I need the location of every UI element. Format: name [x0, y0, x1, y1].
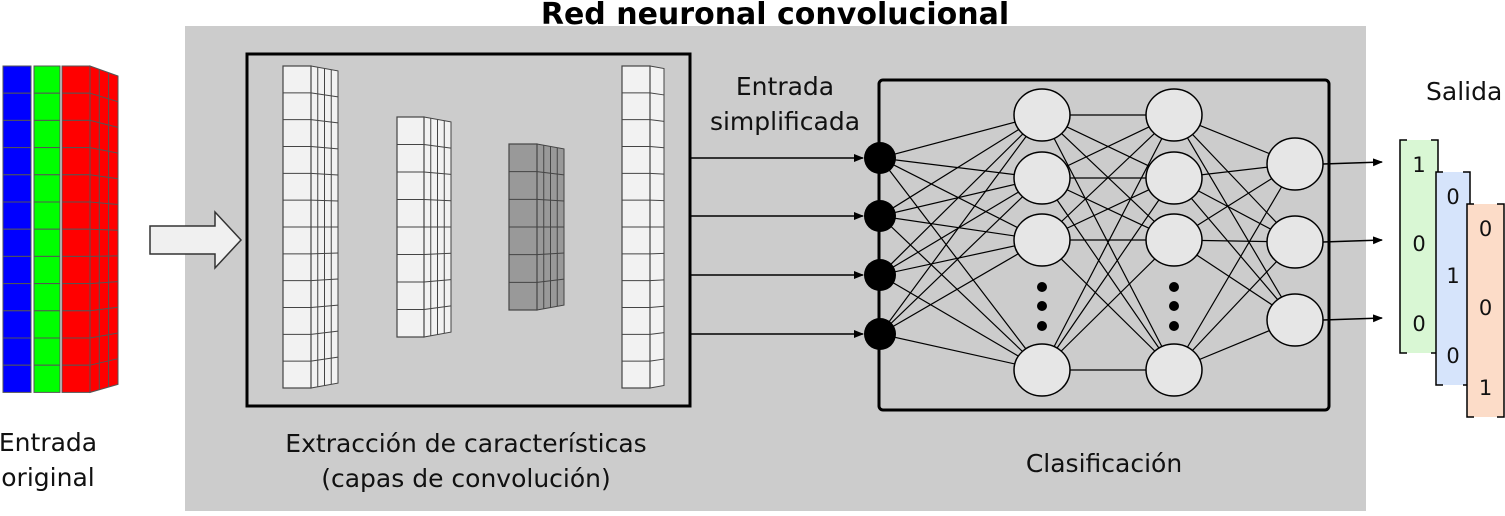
- pixel-cell: [34, 93, 60, 120]
- pixel-cell: [34, 284, 60, 311]
- feature-map-2: [397, 117, 451, 337]
- input-label-line-2: original: [1, 463, 94, 492]
- pixel-cell: [62, 66, 90, 93]
- diagram-title: Red neuronal convolucional: [541, 0, 1009, 32]
- pixel-cell: [62, 93, 90, 120]
- blue-channel: [3, 66, 31, 392]
- output-vector-3: 0 0 1: [1467, 204, 1504, 417]
- pixel-cell: [34, 148, 60, 175]
- pixel-cell: [3, 311, 31, 338]
- pixel-cell: [62, 229, 90, 256]
- feature-map-flat: [622, 66, 664, 388]
- vector-value: 0: [1412, 312, 1425, 336]
- pixel-cell: [34, 66, 60, 93]
- hidden-node: [1014, 344, 1070, 396]
- feature-map-1: [283, 66, 338, 388]
- output-node: [1267, 294, 1323, 346]
- hidden-node: [1146, 89, 1202, 141]
- vector-value: 0: [1446, 185, 1459, 209]
- output-node: [1267, 138, 1323, 190]
- vector-value: 0: [1479, 217, 1492, 241]
- output-vector-1: 1 0 0: [1400, 140, 1438, 353]
- pixel-cell: [3, 284, 31, 311]
- pixel-cell: [62, 175, 90, 202]
- vector-value: 1: [1479, 376, 1492, 400]
- pixel-cell: [3, 202, 31, 229]
- hidden-node: [1146, 344, 1202, 396]
- ellipsis-dot: [1169, 301, 1179, 311]
- output-vector-2: 0 1 0: [1436, 172, 1470, 385]
- ellipsis-dot: [1037, 321, 1047, 331]
- pixel-cell: [3, 338, 31, 365]
- pixel-cell: [62, 311, 90, 338]
- vector-value: 0: [1446, 344, 1459, 368]
- input-node: [864, 318, 896, 350]
- ellipsis-dot: [1169, 282, 1179, 292]
- green-channel: [34, 66, 60, 392]
- hidden-node: [1146, 214, 1202, 266]
- hidden-node: [1014, 214, 1070, 266]
- red-channel-depth: [90, 66, 118, 392]
- pixel-cell: [3, 175, 31, 202]
- pixel-cell: [34, 256, 60, 283]
- pixel-cell: [34, 311, 60, 338]
- pixel-cell: [62, 284, 90, 311]
- vector-value: 0: [1412, 232, 1425, 256]
- ellipsis-dot: [1037, 301, 1047, 311]
- pixel-cell: [62, 148, 90, 175]
- input-node: [864, 259, 896, 291]
- pixel-cell: [34, 338, 60, 365]
- vector-value: 0: [1479, 296, 1492, 320]
- output-node: [1267, 216, 1323, 268]
- hidden-node: [1014, 152, 1070, 204]
- classification-label: Clasificación: [1026, 449, 1182, 478]
- flattened-label-line-1: Entrada: [736, 72, 834, 101]
- pixel-cell: [3, 148, 31, 175]
- input-label-line-1: Entrada: [0, 428, 97, 457]
- pixel-cell: [62, 120, 90, 147]
- pixel-cell: [34, 365, 60, 392]
- pixel-cell: [62, 338, 90, 365]
- feature-label-line-1: Extracción de características: [285, 429, 646, 458]
- flattened-label-line-2: simplificada: [710, 107, 860, 136]
- pixel-cell: [3, 120, 31, 147]
- ellipsis-dot: [1169, 321, 1179, 331]
- output-label: Salida: [1426, 77, 1502, 106]
- input-node: [864, 200, 896, 232]
- pixel-cell: [3, 66, 31, 93]
- pixel-cell: [3, 229, 31, 256]
- pixel-cell: [62, 365, 90, 392]
- pixel-cell: [34, 120, 60, 147]
- pixel-cell: [34, 229, 60, 256]
- input-node: [864, 142, 896, 174]
- input-image-stack: [3, 66, 118, 392]
- red-channel: [62, 66, 90, 392]
- pixel-cell: [3, 365, 31, 392]
- pixel-cell: [3, 256, 31, 283]
- pixel-cell: [62, 256, 90, 283]
- pixel-cell: [62, 202, 90, 229]
- pixel-cell: [34, 175, 60, 202]
- hidden-node: [1146, 152, 1202, 204]
- side-grid-line: [90, 256, 118, 257]
- feature-map-3: [509, 144, 564, 310]
- feature-label-line-2: (capas de convolución): [321, 464, 611, 493]
- pixel-cell: [3, 93, 31, 120]
- ellipsis-dot: [1037, 282, 1047, 292]
- vector-value: 1: [1446, 264, 1459, 288]
- vector-value: 1: [1412, 153, 1425, 177]
- pixel-cell: [34, 202, 60, 229]
- hidden-node: [1014, 89, 1070, 141]
